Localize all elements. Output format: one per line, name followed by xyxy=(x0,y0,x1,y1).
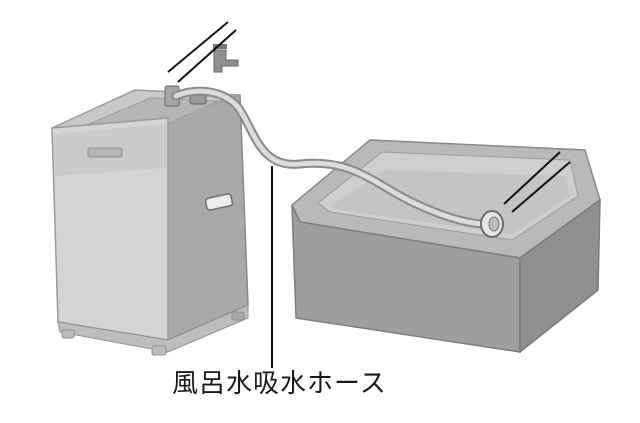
bathtub-side xyxy=(519,198,601,354)
pointer-line-faucet xyxy=(177,29,237,83)
pointer-line-filter xyxy=(503,151,561,205)
pointer-line-faucet xyxy=(167,21,229,73)
faucet-pipe xyxy=(213,49,239,73)
washer-base xyxy=(57,304,249,353)
hose-label: 風呂水吸水ホース xyxy=(172,369,387,399)
hose-filter-end-inner xyxy=(488,216,500,232)
washer-side-handle xyxy=(204,193,234,211)
washer-side xyxy=(167,94,249,342)
pointer-lines xyxy=(167,21,571,213)
bath-water-hose xyxy=(171,86,504,238)
washer-foot xyxy=(151,345,167,356)
faucet-handle xyxy=(213,44,227,49)
washer-foot xyxy=(231,311,245,321)
washer-foot xyxy=(61,329,75,339)
washing-machine xyxy=(51,89,249,356)
hose-ribbing xyxy=(173,88,489,227)
washer-display xyxy=(87,147,123,158)
bathtub xyxy=(291,139,601,354)
pointer-line-filter xyxy=(511,161,571,213)
